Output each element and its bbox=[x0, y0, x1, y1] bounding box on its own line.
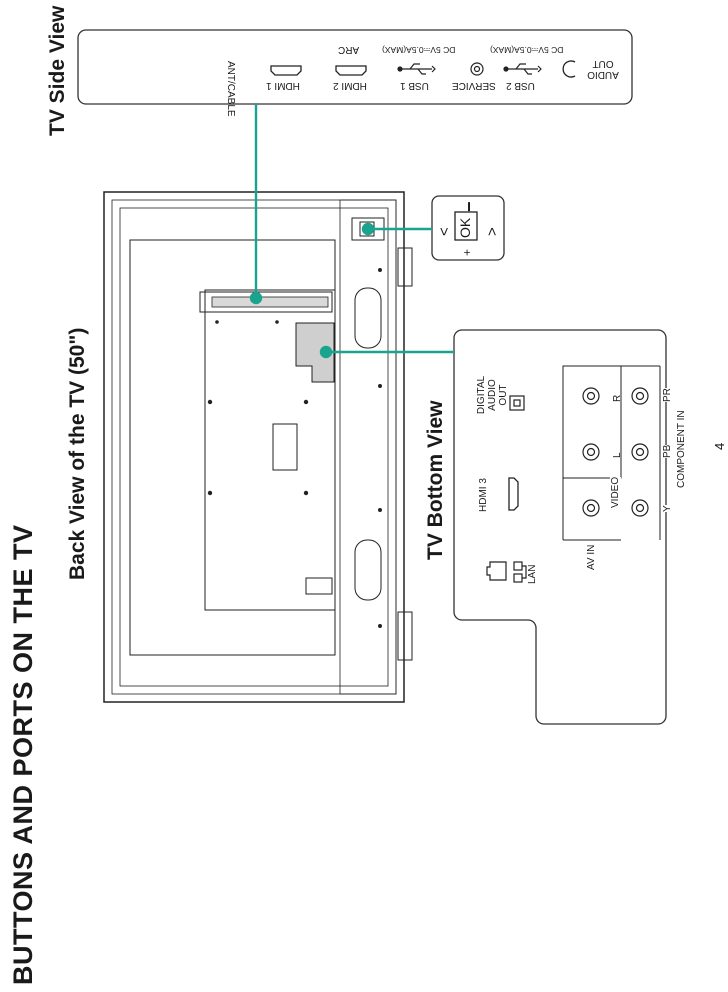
label-av-in: AV IN bbox=[586, 545, 597, 570]
page-title: BUTTONS AND PORTS ON THE TV bbox=[8, 524, 39, 985]
label-hdmi1-flat: HDMI 1 bbox=[266, 80, 300, 91]
label-pr: PR bbox=[662, 388, 673, 402]
label-video: VIDEO bbox=[610, 477, 621, 508]
label-ant-cable: ANT/CABLE bbox=[225, 61, 236, 117]
label-usb1-rating: DC 5V⎓0.5A(MAX) bbox=[382, 44, 455, 55]
control-plus[interactable]: + bbox=[460, 249, 474, 256]
label-component-in: COMPONENT IN bbox=[676, 410, 687, 488]
control-left-arrow[interactable]: < bbox=[436, 227, 453, 236]
screw-holes bbox=[208, 268, 382, 628]
label-hdmi3: HDMI 3 bbox=[478, 478, 489, 512]
control-ok[interactable]: OK bbox=[457, 218, 473, 238]
tv-back-body bbox=[104, 192, 412, 702]
label-usb2: USB 2 bbox=[506, 80, 535, 91]
bottom-view-title: TV Bottom View bbox=[424, 401, 448, 560]
page-number: 4 bbox=[712, 443, 727, 450]
side-view-panel bbox=[78, 30, 632, 104]
label-service: SERVICE bbox=[452, 80, 496, 91]
label-l: L bbox=[612, 452, 623, 458]
label-digital-audio-out: DIGITAL AUDIO OUT bbox=[476, 370, 509, 420]
label-pb: PB bbox=[662, 445, 673, 458]
label-usb1: USB 1 bbox=[400, 80, 429, 91]
label-audio-out: AUDIO OUT bbox=[583, 58, 623, 80]
side-view-title: TV Side View bbox=[46, 6, 70, 136]
control-right-arrow[interactable]: > bbox=[484, 227, 501, 236]
label-lan: LAN bbox=[527, 565, 538, 584]
label-y: Y bbox=[662, 505, 673, 512]
label-usb2-rating: DC 5V⎓0.5A(MAX) bbox=[490, 44, 563, 55]
back-view-title: Back View of the TV (50") bbox=[66, 328, 90, 580]
label-hdmi2: HDMI 2 bbox=[333, 80, 367, 91]
label-r: R bbox=[612, 395, 623, 402]
label-arc: ARC bbox=[338, 44, 359, 55]
control-minus[interactable]: − bbox=[459, 201, 480, 212]
